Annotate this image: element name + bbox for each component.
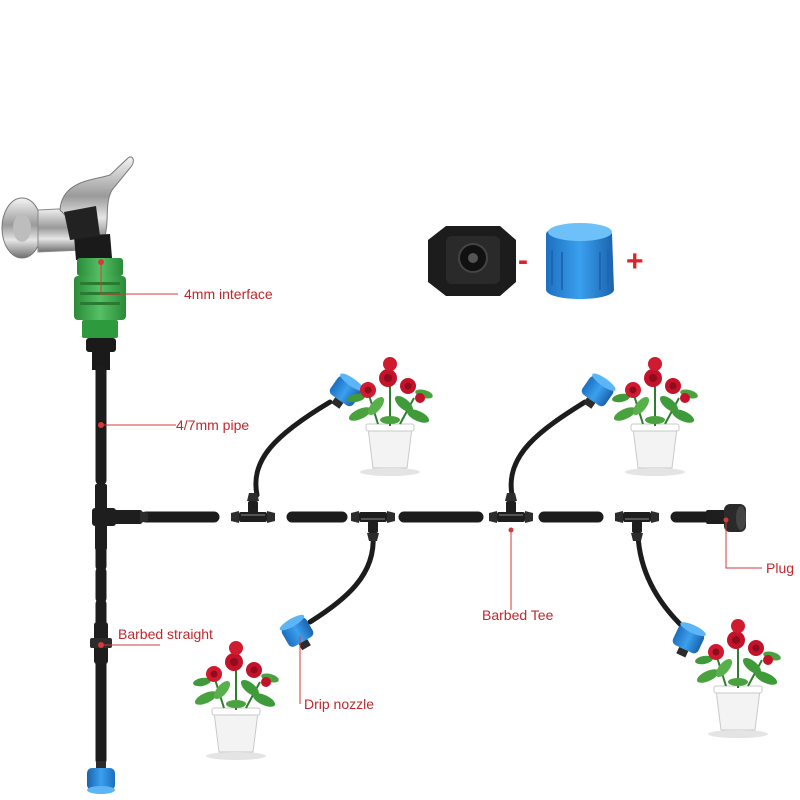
drip-nozzle-4 <box>668 619 708 662</box>
label-4mm-interface: 4mm interface <box>184 286 273 302</box>
green-connector <box>74 258 126 370</box>
pipe-network <box>95 364 712 766</box>
barbed-tee-4 <box>615 511 659 541</box>
nozzle-adjust-inset <box>428 223 614 299</box>
label-barbed-straight: Barbed straight <box>118 626 213 642</box>
plus-symbol: + <box>626 245 644 278</box>
faucet <box>1 156 134 260</box>
drip-nozzle-end <box>87 761 115 794</box>
leader-lines <box>100 262 762 704</box>
label-drip-nozzle: Drip nozzle <box>304 696 374 712</box>
flower-pot-1 <box>345 356 435 477</box>
plug <box>706 504 746 532</box>
drip-nozzle-2 <box>575 370 618 414</box>
flower-pot-4 <box>693 618 783 739</box>
flower-pot-2 <box>610 356 700 477</box>
label-pipe: 4/7mm pipe <box>176 417 249 433</box>
barbed-tee-3 <box>489 493 533 523</box>
leader-dots <box>98 259 729 648</box>
drip-nozzle-1 <box>323 370 366 414</box>
label-barbed-tee: Barbed Tee <box>482 607 554 623</box>
barbed-tee-1 <box>231 493 275 523</box>
nozzle-cap-icon <box>546 223 614 299</box>
nozzle-base-icon <box>428 226 516 296</box>
flower-pot-3 <box>191 640 281 761</box>
barbed-tee-2 <box>351 511 395 541</box>
barbed-tee-main <box>92 484 148 550</box>
minus-symbol: - <box>518 244 528 277</box>
label-plug: Plug <box>766 560 794 576</box>
